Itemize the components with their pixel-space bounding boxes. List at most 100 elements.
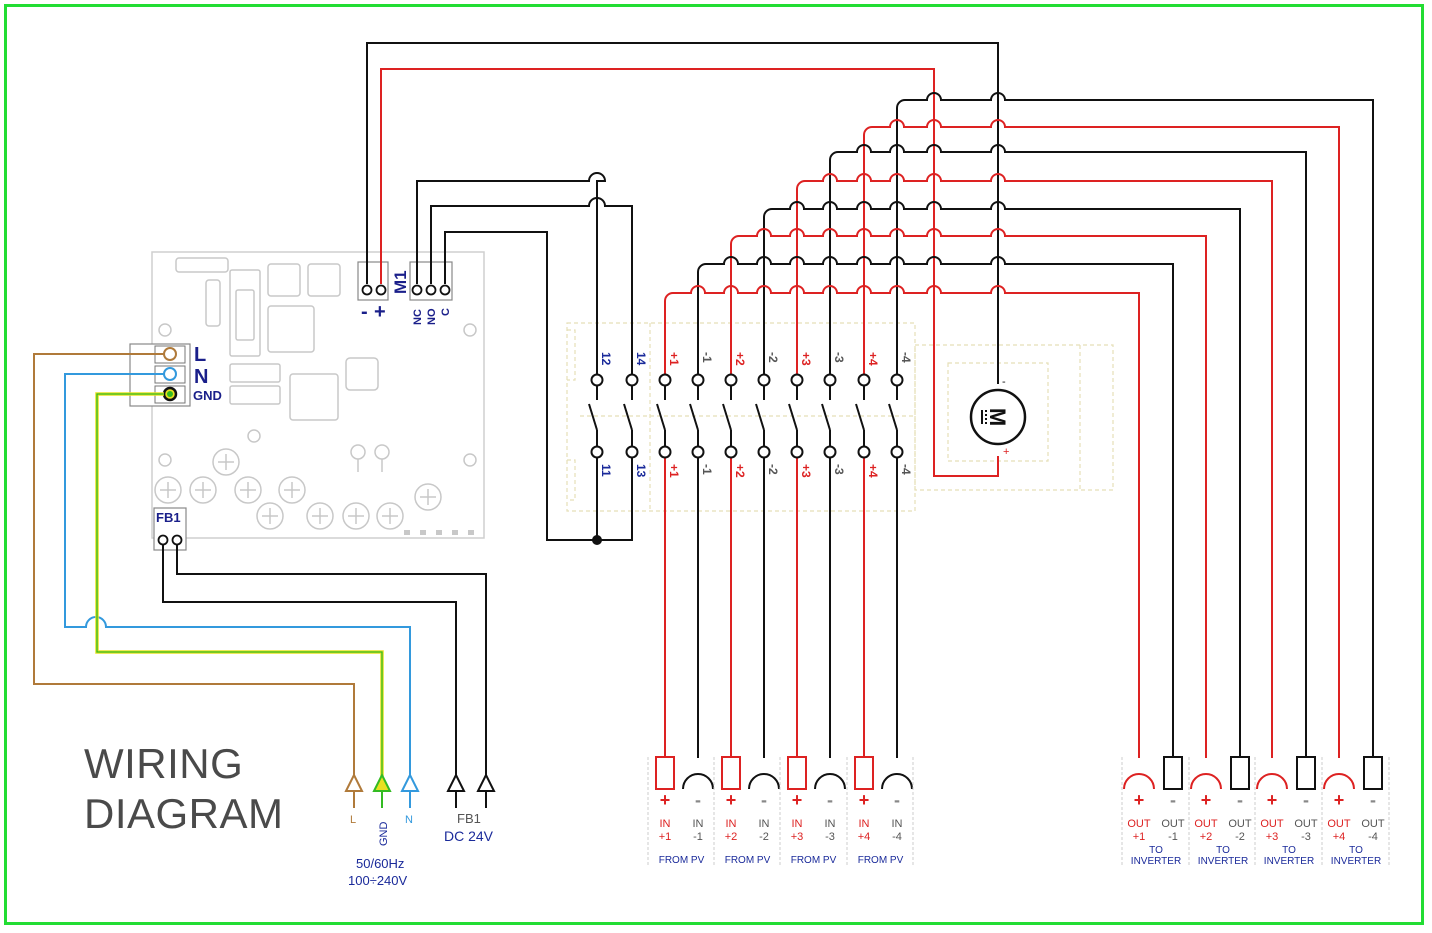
output-minus-terminal [1296,756,1316,790]
switch-bottom-label: -2 [766,464,780,475]
switch-bottom-label: +4 [866,464,880,478]
output-plus-terminal [1323,773,1355,790]
fb1-board-label: FB1 [156,510,181,525]
contact-top [691,373,705,387]
output-minus-number: -1 [1168,831,1178,843]
switch-top-label: +2 [733,352,747,366]
output-minus-number: -4 [1368,831,1378,843]
mains-l-label: L [350,814,356,826]
to-label: TO [1149,845,1163,856]
m1-label: M1 [391,270,410,294]
switch-top-label: +3 [799,352,813,366]
output-plus-sign: + [1334,790,1345,810]
input-minus-in-label: IN [892,818,903,830]
output-plus-sign: + [1134,790,1145,810]
output-wire [763,201,1241,758]
mains-frequency-label: 50/60Hz [356,856,404,871]
input-plus-terminal [854,756,874,790]
output-minus-sign: - [1370,790,1376,810]
contact-bottom [625,445,639,459]
motor-minus-symbol: - [1002,376,1006,388]
motor-plus-symbol: + [1003,446,1009,458]
title-line-2: DIAGRAM [84,790,284,837]
contact-top [857,373,871,387]
no-label: NO [426,308,438,325]
output-wire [896,92,1374,758]
contact-bottom [790,445,804,459]
switch-bottom-label: -4 [899,464,913,475]
contact-bottom [590,445,604,459]
input-plus-sign: + [726,790,737,810]
output-minus-out-label: OUT [1361,818,1385,830]
output-plus-out-label: OUT [1194,818,1218,830]
input-plus-sign: + [660,790,671,810]
input-plus-sign: + [859,790,870,810]
c-label: C [440,308,452,316]
output-minus-number: -2 [1235,831,1245,843]
output-wire [697,256,1174,758]
from-pv-label: FROM PV [858,855,904,866]
output-plus-terminal [1190,773,1222,790]
input-plus-in-label: IN [660,818,671,830]
motor-m-label: M [985,408,1010,426]
contact-bottom [691,445,705,459]
output-minus-out-label: OUT [1294,818,1318,830]
input-minus-terminal [682,773,714,790]
output-minus-terminal [1230,756,1250,790]
inverter-label: INVERTER [1331,856,1381,867]
input-plus-number: +2 [725,831,738,843]
output-minus-number: -3 [1301,831,1311,843]
output-minus-sign: - [1170,790,1176,810]
input-minus-terminal [814,773,846,790]
fb1-label: FB1 [457,811,481,826]
mains-gnd-label: GND [378,822,390,847]
output-plus-out-label: OUT [1327,818,1351,830]
input-minus-terminal [748,773,780,790]
output-plus-number: +2 [1200,831,1213,843]
input-minus-number: -1 [693,831,703,843]
inverter-label: INVERTER [1131,856,1181,867]
switch-top-label: 12 [599,352,613,366]
input-minus-number: -2 [759,831,769,843]
pv-wire-group [664,92,1374,758]
contact-bottom [823,445,837,459]
switch-bottom-label: +3 [799,464,813,478]
contact-top [724,373,738,387]
switch-bottom-label: -3 [832,464,846,475]
motor-plus-label: + [374,301,386,323]
input-plus-number: +1 [659,831,672,843]
switch-top-label: +1 [667,352,681,366]
output-wire [664,285,1140,758]
control-board: L N GND FB1 - + M1 NC NO C [129,251,485,551]
mains-wires [33,353,487,776]
output-minus-terminal [1363,756,1383,790]
terminal-n-label: N [194,366,208,388]
input-minus-in-label: IN [693,818,704,830]
from-pv-label: FROM PV [659,855,705,866]
switch-bottom-label: +1 [667,464,681,478]
output-plus-sign: + [1201,790,1212,810]
input-minus-sign: - [894,790,900,810]
contact-bottom [658,445,672,459]
to-label: TO [1282,845,1296,856]
switch-top-label: -3 [832,352,846,363]
input-minus-number: -4 [892,831,902,843]
output-minus-out-label: OUT [1228,818,1252,830]
input-minus-sign: - [827,790,833,810]
title-line-1: WIRING [84,740,244,787]
contact-top [658,373,672,387]
output-plus-out-label: OUT [1260,818,1284,830]
mains-voltage-label: 100÷240V [348,873,408,888]
input-minus-in-label: IN [825,818,836,830]
contact-bottom [724,445,738,459]
relay-wires [366,42,999,541]
from-pv-label: FROM PV [725,855,771,866]
motor-symbol: M [969,388,1027,446]
output-wire [730,228,1207,758]
terminal-l-label: L [194,344,206,366]
input-plus-number: +4 [858,831,871,843]
motor-minus-label: - [361,301,368,323]
contact-top [890,373,904,387]
output-plus-terminal [1123,773,1155,790]
